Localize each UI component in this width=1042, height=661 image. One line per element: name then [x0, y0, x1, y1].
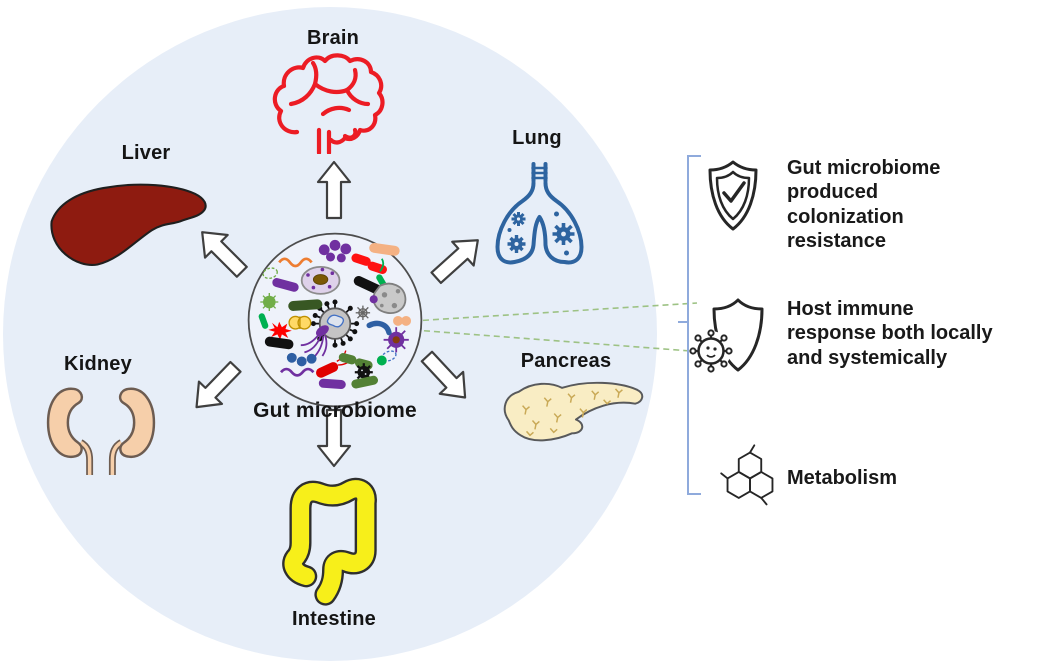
- brain-label: Brain: [306, 27, 360, 49]
- shield-check-icon: [708, 160, 758, 231]
- arrow-to-liver: [201, 231, 248, 278]
- function-colonization-text: Gut microbiome produced colonization res…: [787, 156, 972, 254]
- arrow-to-pancreas: [420, 350, 467, 399]
- lung-label: Lung: [512, 127, 562, 149]
- function-line: and systemically: [787, 346, 948, 369]
- intestine-icon: [282, 477, 377, 606]
- arrow-to-kidney: [195, 360, 242, 409]
- arrow-to-brain: [316, 160, 352, 220]
- lung-microbe-gears: [507, 211, 575, 256]
- pancreas-label: Pancreas: [520, 350, 612, 372]
- arrow-to-lung: [430, 239, 479, 285]
- function-line: Metabolism: [787, 467, 898, 489]
- pancreas-texture: [522, 388, 623, 437]
- microbes-illustration: [258, 239, 412, 390]
- liver-label: Liver: [121, 142, 171, 164]
- arrow-to-intestine: [316, 408, 352, 468]
- function-line: Gut microbiome: [787, 157, 941, 179]
- kidney-icon: [46, 387, 156, 476]
- pancreas-icon: [503, 381, 644, 442]
- gut-microbiome-circle: [247, 232, 423, 408]
- brain-icon: [272, 53, 385, 154]
- function-immune-text: Host immune response both locally and sy…: [787, 297, 1042, 370]
- function-metabolism-text: Metabolism: [787, 466, 987, 490]
- function-line: Host immune: [787, 298, 914, 320]
- liver-icon: [50, 183, 207, 266]
- function-line: colonization: [787, 205, 904, 228]
- kidney-label: Kidney: [64, 353, 132, 375]
- function-line: resistance: [787, 230, 886, 253]
- function-line: produced: [787, 181, 879, 204]
- functions-bracket: [678, 155, 701, 495]
- link-dashed-lines: [412, 302, 705, 353]
- lung-icon: [495, 162, 584, 265]
- molecule-icon: [720, 444, 774, 506]
- shield-virus-icon: [689, 298, 764, 373]
- function-line: response both locally: [787, 322, 993, 345]
- intestine-label: Intestine: [291, 608, 377, 630]
- gut-microbiome-label: Gut microbiome: [253, 399, 417, 422]
